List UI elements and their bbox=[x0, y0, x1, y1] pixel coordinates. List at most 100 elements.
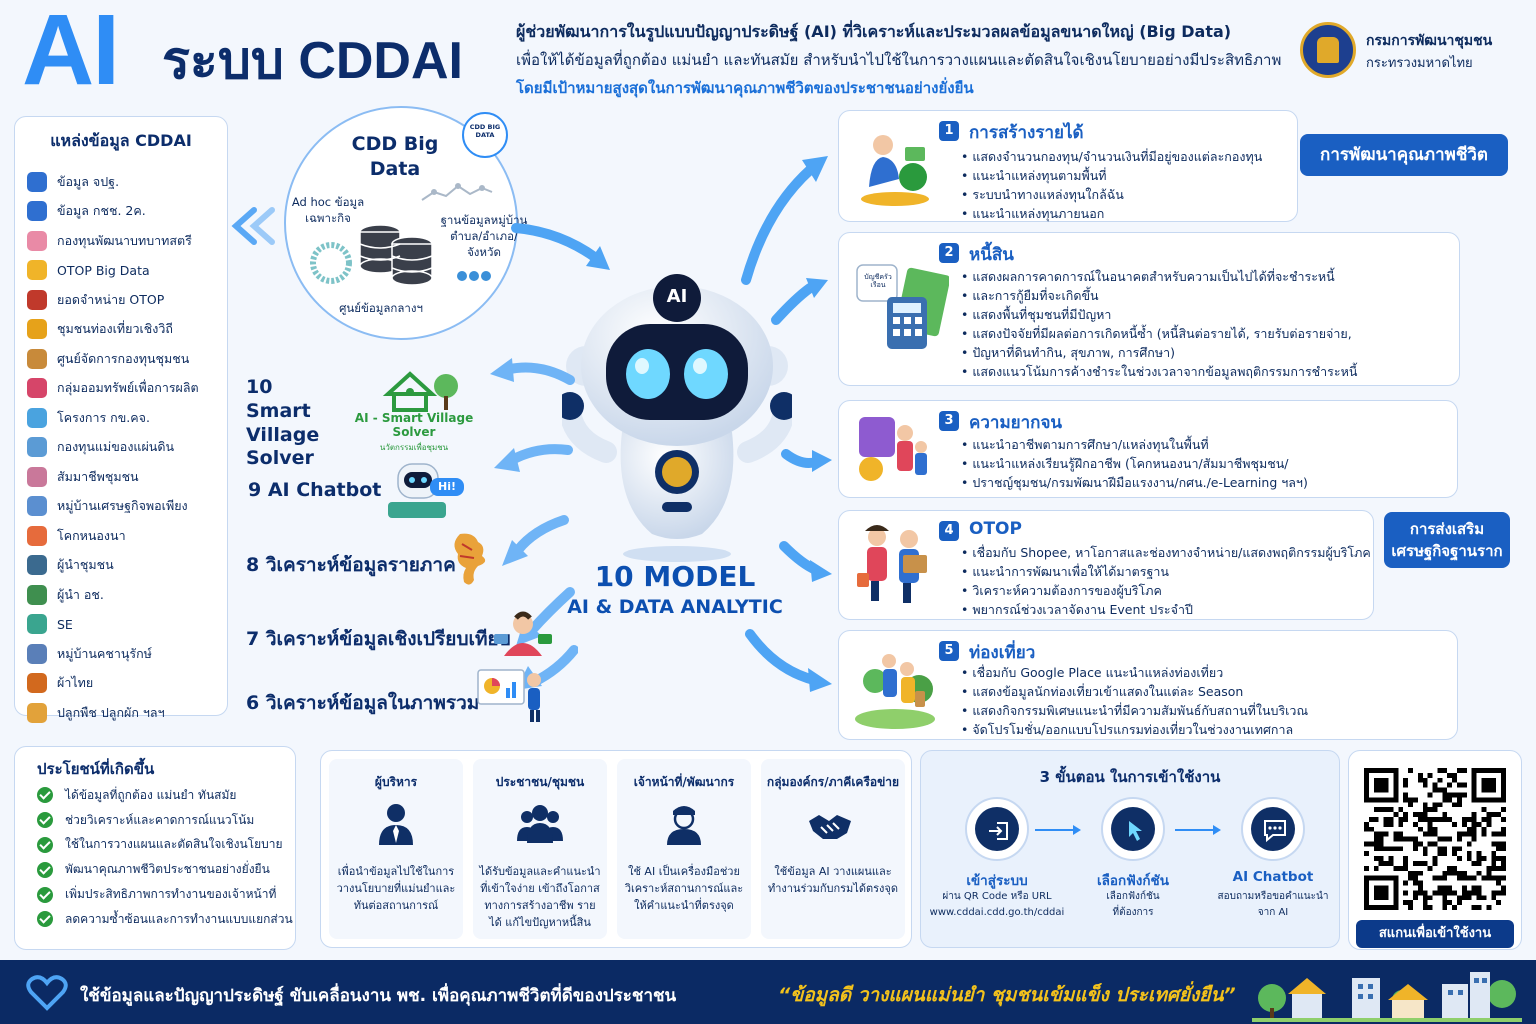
list-item: กองทุนแม่ของแผ่นดิน bbox=[27, 433, 199, 463]
data-source-label: โครงการ กข.คจ. bbox=[57, 409, 150, 425]
database-icon bbox=[359, 224, 433, 286]
data-source-icon bbox=[27, 289, 47, 310]
list-item: กลุ่มออมทรัพย์เพื่อการผลิต bbox=[27, 374, 199, 404]
model-3-title: ความยากจน bbox=[969, 413, 1063, 433]
data-source-label: ชุมชนท่องเที่ยวเชิงวิถี bbox=[57, 321, 173, 337]
select-step-badge bbox=[1101, 797, 1165, 861]
arrow-to-ai-icon bbox=[511, 223, 610, 270]
model-5-point: แสดงกิจกรรมพิเศษแนะนำที่มีความสัมพันธ์กั… bbox=[961, 701, 1308, 720]
data-source-icon bbox=[27, 702, 47, 723]
model-5-title: ท่องเที่ยว bbox=[969, 643, 1036, 663]
model-4-point: แนะนำการพัฒนาเพื่อให้ได้มาตรฐาน bbox=[961, 562, 1371, 581]
scan-to-access-button[interactable]: สแกนเพื่อเข้าใช้งาน bbox=[1356, 920, 1514, 948]
model-2-points: แสดงผลการคาดการณ์ในอนาคตสำหรับความเป็นไป… bbox=[961, 267, 1357, 381]
list-item: สัมมาชีพชุมชน bbox=[27, 462, 199, 492]
department-name: กรมการพัฒนาชุมชน bbox=[1366, 33, 1493, 49]
model-5-point: แสดงข้อมูลนักท่องเที่ยวเข้าแสดงในแต่ละ S… bbox=[961, 682, 1308, 701]
model-3-point: แนะนำอาชีพตามการศึกษา/แหล่งทุนในพื้นที่ bbox=[961, 435, 1308, 454]
list-item: ผู้นำชุมชน bbox=[27, 551, 199, 581]
model-4-number: 4 bbox=[939, 521, 959, 541]
data-source-label: ผู้นำชุมชน bbox=[57, 557, 114, 573]
user-group-citizens: ประชาชน/ชุมชน ได้รับข้อมูลและคำแนะนำที่เ… bbox=[473, 759, 607, 939]
data-source-icon bbox=[27, 260, 47, 281]
header-description-line2: เพื่อให้ได้ข้อมูลที่ถูกต้อง แม่นยำ และทั… bbox=[516, 51, 1282, 69]
data-source-label: สัมมาชีพชุมชน bbox=[57, 468, 139, 484]
grassroots-economy-tag: การส่งเสริม เศรษฐกิจฐานราก bbox=[1384, 512, 1510, 568]
model-2-point: แสดงพื้นที่ชุมชนที่มีปัญหา bbox=[961, 305, 1357, 324]
model-6-label: 6 วิเคราะห์ข้อมูลในภาพรวม bbox=[246, 692, 480, 714]
login-step-badge bbox=[965, 797, 1029, 861]
life-quality-tag: การพัฒนาคุณภาพชีวิต bbox=[1300, 134, 1508, 176]
step-desc: สอบถามหรือขอคำแนะนำ จาก AI bbox=[1201, 889, 1345, 921]
qr-code-icon[interactable] bbox=[1364, 768, 1506, 910]
access-steps-panel: 3 ขั้นตอน ในการเข้าใช้งาน เข้าสู่ระบบ ผ่… bbox=[920, 750, 1340, 948]
user-group-officers: เจ้าหน้าที่/พัฒนากร ใช้ AI เป็นเครื่องมื… bbox=[617, 759, 751, 939]
data-source-label: ศูนย์จัดการกองทุนชุมชน bbox=[57, 350, 190, 366]
check-icon bbox=[37, 787, 53, 804]
data-source-icon bbox=[27, 407, 47, 428]
household-account-label: บัญชีครัวเรือน bbox=[864, 273, 892, 290]
data-source-icon bbox=[27, 378, 47, 399]
benefit-label: ช่วยวิเคราะห์และคาดการณ์แนวโน้ม bbox=[65, 812, 255, 827]
check-icon bbox=[37, 911, 53, 928]
list-item: ปลูกพืช ปลูกผัก ฯลฯ bbox=[27, 698, 199, 728]
community-group-icon bbox=[517, 805, 563, 843]
model-1-title: การสร้างรายได้ bbox=[969, 123, 1084, 143]
step-title: เข้าสู่ระบบ bbox=[966, 873, 1028, 889]
model-1-points: แสดงจำนวนกองทุน/จำนวนเงินที่มีอยู่ของแต่… bbox=[961, 147, 1262, 223]
data-source-icon bbox=[27, 614, 47, 635]
ai-logo-text: AI bbox=[22, 0, 120, 106]
list-item: SE bbox=[27, 610, 199, 640]
data-source-label: กองทุนแม่ของแผ่นดิน bbox=[57, 439, 175, 455]
data-source-label: ข้อมูล กชช. 2ค. bbox=[57, 203, 146, 219]
benefit-label: ได้ข้อมูลที่ถูกต้อง แม่นยำ ทันสมัย bbox=[65, 787, 237, 802]
user-group-executive: ผู้บริหาร เพื่อนำข้อมูลไปใช้ในการวางนโยบ… bbox=[329, 759, 463, 939]
check-icon bbox=[37, 861, 53, 878]
model-5-points: เชื่อมกับ Google Place แนะนำแหล่งท่องเที… bbox=[961, 663, 1308, 739]
big-data-badge-icon bbox=[462, 112, 508, 158]
model-1-number: 1 bbox=[939, 121, 959, 141]
benefit-label: ลดความซ้ำซ้อนและการทำงานแบบแยกส่วน bbox=[65, 911, 293, 926]
model-2-number: 2 bbox=[939, 243, 959, 263]
model-1-point: แนะนำแหล่งทุนภายนอก bbox=[961, 204, 1262, 223]
model-5-number: 5 bbox=[939, 641, 959, 661]
model-3-point: แนะนำแหล่งเรียนรู้ฝึกอาชีพ (โคกหนองนา/สั… bbox=[961, 454, 1308, 473]
header-description-line1: ผู้ช่วยพัฒนาการในรูปแบบปัญญาประดิษฐ์ (AI… bbox=[516, 22, 1232, 41]
thailand-map-icon bbox=[454, 533, 486, 585]
grassroots-economy-tag-line2: เศรษฐกิจฐานราก bbox=[1391, 542, 1503, 560]
model-9-label: 9 AI Chatbot bbox=[248, 479, 382, 501]
executive-icon bbox=[379, 804, 413, 845]
step-url: www.cddai.cdd.go.th/cddai bbox=[929, 907, 1065, 918]
officer-icon bbox=[667, 806, 701, 845]
chatbot-hi-bubble: Hi! bbox=[438, 480, 456, 493]
list-item: ได้ข้อมูลที่ถูกต้อง แม่นยำ ทันสมัย bbox=[37, 783, 293, 808]
model-2-title: หนี้สิน bbox=[969, 245, 1014, 265]
user-group-title: เจ้าหน้าที่/พัฒนากร bbox=[633, 775, 735, 789]
chat-bubble-icon bbox=[1264, 820, 1286, 843]
benefit-label: ใช้ในการวางแผนและตัดสินใจเชิงนโยบาย bbox=[65, 837, 283, 852]
model-8-label: 8 วิเคราะห์ข้อมูลรายภาค bbox=[246, 554, 456, 576]
model-3-number: 3 bbox=[939, 411, 959, 431]
arrows-to-models-icon bbox=[741, 156, 832, 692]
benefit-label: พัฒนาคุณภาพชีวิตประชาชนอย่างยั่งยืน bbox=[65, 862, 270, 877]
list-item: พัฒนาคุณภาพชีวิตประชาชนอย่างยั่งยืน bbox=[37, 857, 293, 882]
grassroots-economy-tag-line1: การส่งเสริม bbox=[1409, 520, 1485, 538]
step-desc-line: ที่ต้องการ bbox=[1112, 907, 1154, 918]
city-skyline-icon bbox=[1252, 972, 1522, 1022]
model-4-point: เชื่อมกับ Shopee, หาโอกาสและช่องทางจำหน่… bbox=[961, 543, 1370, 562]
login-icon bbox=[989, 822, 1008, 840]
model-1-point: แสดงจำนวนกองทุน/จำนวนเงินที่มีอยู่ของแต่… bbox=[961, 147, 1262, 166]
data-line-icon bbox=[421, 183, 493, 201]
user-group-title: ประชาชน/ชุมชน bbox=[495, 775, 585, 789]
user-group-desc: ใช้ข้อมูล AI วางแผนและทำงานร่วมกับกรมได้… bbox=[768, 865, 898, 896]
data-source-icon bbox=[27, 555, 47, 576]
income-money-icon bbox=[861, 135, 929, 206]
smart-village-house-icon bbox=[382, 371, 458, 412]
data-sources-panel: แหล่งข้อมูล CDDAI ข้อมูล จปฐ.ข้อมูล กชช.… bbox=[14, 116, 228, 723]
data-source-label: กลุ่มออมทรัพย์เพื่อการผลิต bbox=[57, 380, 199, 396]
model-5-point: เชื่อมกับ Google Place แนะนำแหล่งท่องเที… bbox=[961, 663, 1308, 682]
debt-calculator-icon bbox=[856, 264, 949, 349]
user-group-title: ผู้บริหาร bbox=[374, 775, 418, 789]
data-ring-icon bbox=[310, 242, 352, 284]
data-source-label: ปลูกพืช ปลูกผัก ฯลฯ bbox=[57, 704, 165, 720]
